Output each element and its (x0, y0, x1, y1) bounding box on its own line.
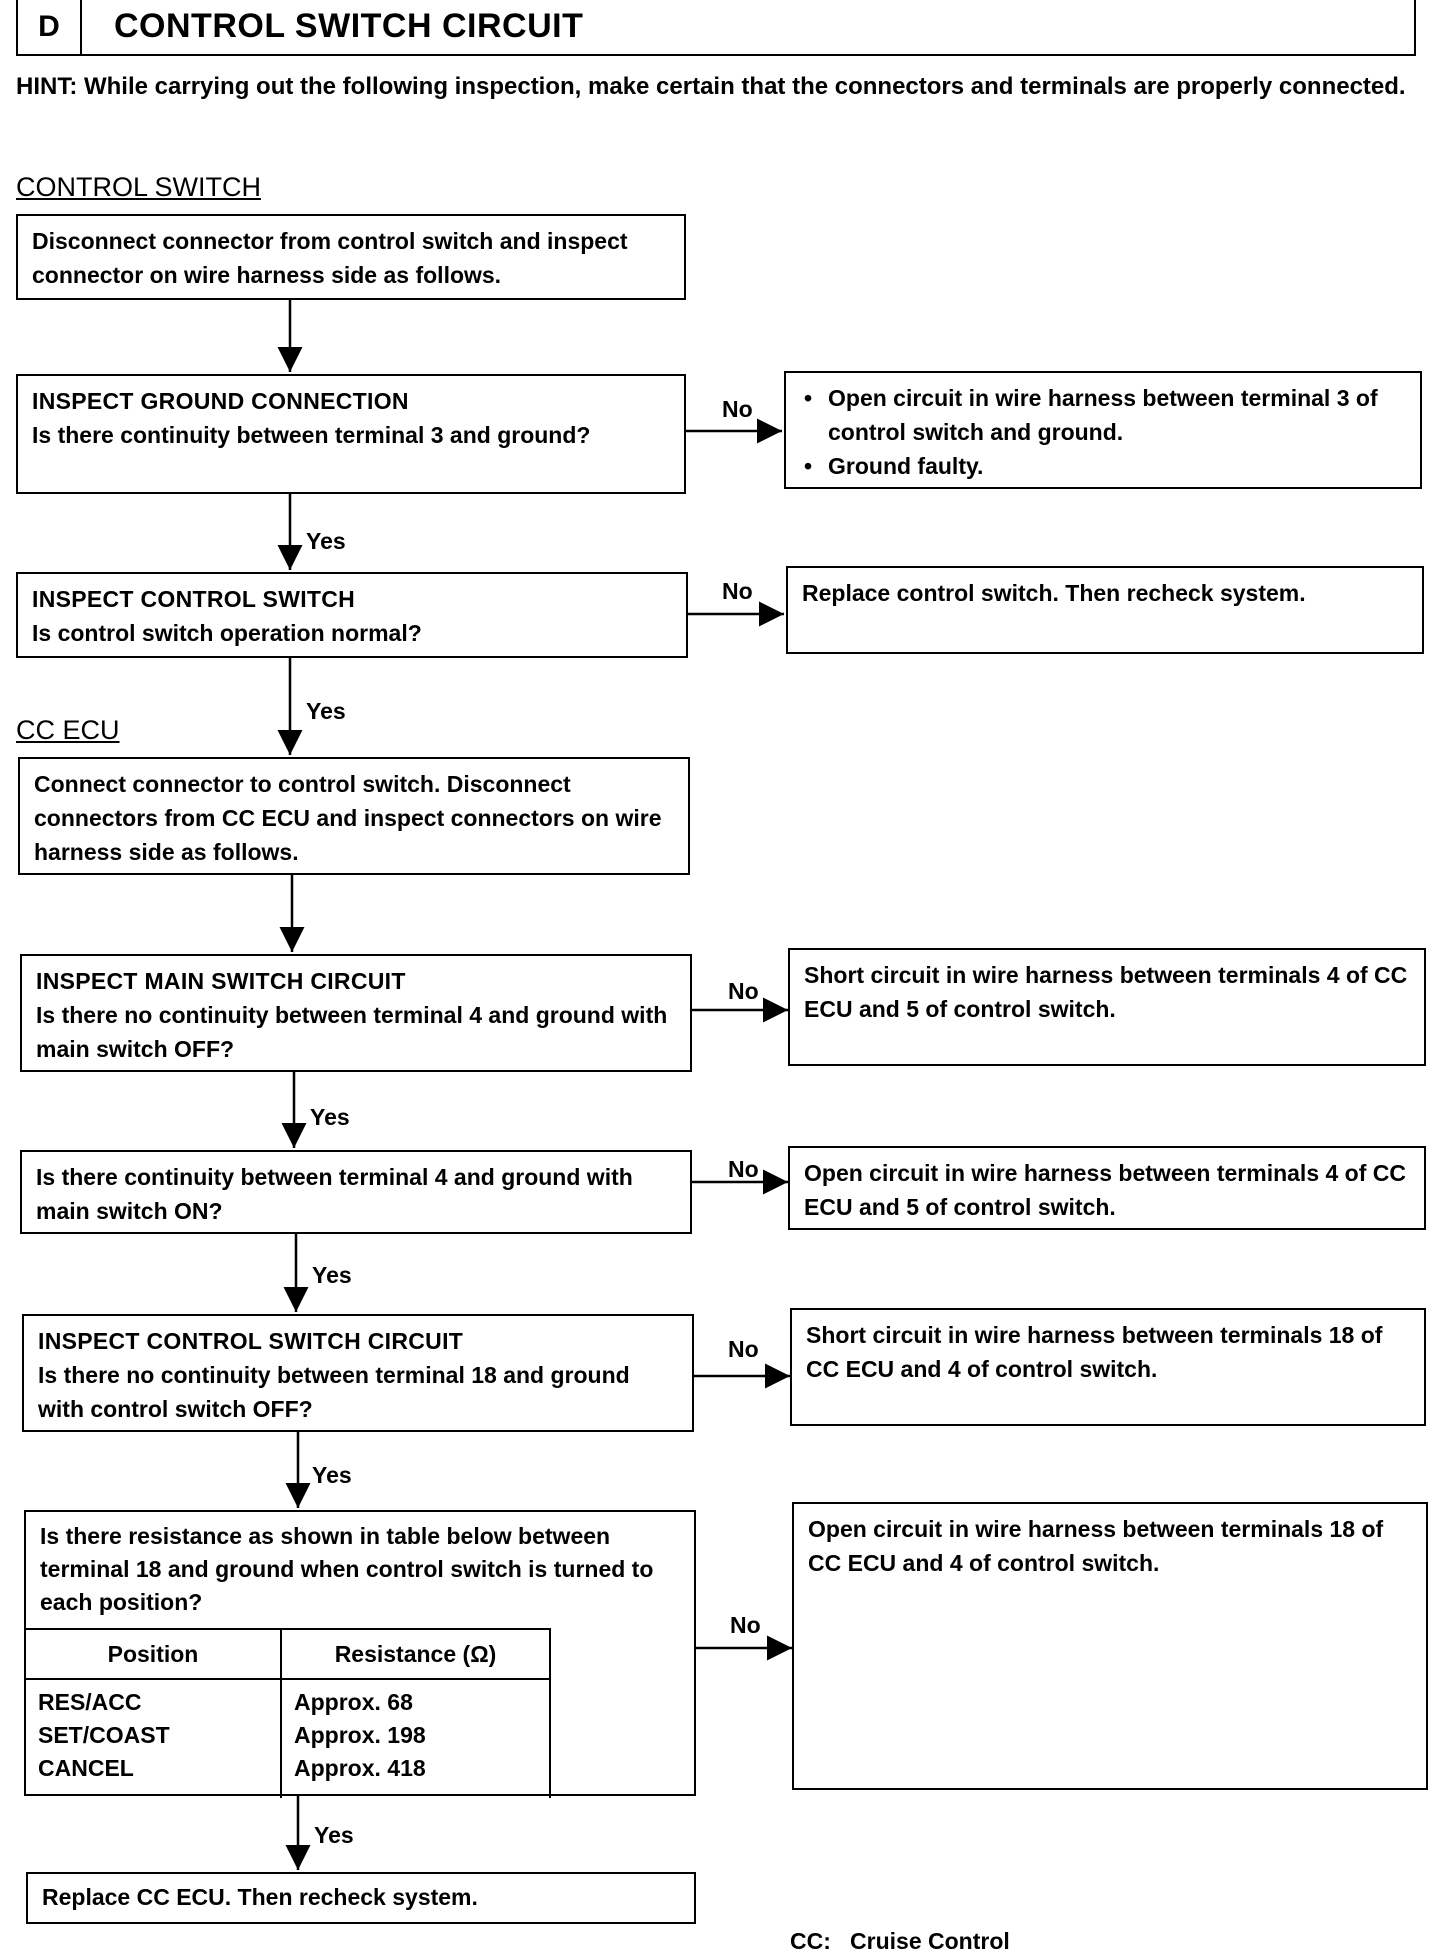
result-ground-open: Open circuit in wire harness between ter… (784, 371, 1422, 489)
page-title: CONTROL SWITCH CIRCUIT (114, 7, 584, 45)
step-resistance-check: Is there resistance as shown in table be… (24, 1510, 696, 1798)
step-heading: INSPECT CONTROL SWITCH (32, 586, 356, 612)
result-text: Open circuit in wire harness between ter… (808, 1516, 1384, 1576)
step-question: Is there no continuity between terminal … (36, 1002, 668, 1062)
step-inspect-main-switch: INSPECT MAIN SWITCH CIRCUIT Is there no … (20, 954, 692, 1072)
result-text: Short circuit in wire harness between te… (806, 1322, 1383, 1382)
step-continuity-main-on: Is there continuity between terminal 4 a… (20, 1150, 692, 1234)
result-open-main-switch: Open circuit in wire harness between ter… (788, 1146, 1426, 1230)
step-text: Connect connector to control switch. Dis… (34, 771, 662, 865)
step-inspect-ground: INSPECT GROUND CONNECTION Is there conti… (16, 374, 686, 494)
yes-label: Yes (306, 698, 346, 724)
position-value: SET/COAST (38, 1722, 170, 1748)
yes-label: Yes (310, 1104, 350, 1130)
no-label: No (728, 1156, 759, 1182)
yes-label: Yes (314, 1822, 354, 1848)
table-header-position: Position (26, 1628, 282, 1680)
resistance-table: Position Resistance (Ω) RES/ACC SET/COAS… (26, 1628, 551, 1798)
resistance-value: Approx. 418 (294, 1755, 426, 1781)
result-text: Replace control switch. Then recheck sys… (802, 580, 1306, 606)
step-text: Replace CC ECU. Then recheck system. (42, 1884, 478, 1910)
result-text: Short circuit in wire harness between te… (804, 962, 1408, 1022)
yes-label: Yes (306, 528, 346, 554)
step-heading: INSPECT GROUND CONNECTION (32, 388, 409, 414)
step-question: Is there no continuity between terminal … (38, 1362, 630, 1422)
result-text: Open circuit in wire harness between ter… (804, 1160, 1406, 1220)
resistance-value: Approx. 68 (294, 1689, 413, 1715)
step-question: Is control switch operation normal? (32, 620, 422, 646)
section-letter: D (18, 0, 82, 54)
step-connect-and-inspect-ecu: Connect connector to control switch. Dis… (18, 757, 690, 875)
no-label: No (722, 396, 753, 422)
step-inspect-control-switch: INSPECT CONTROL SWITCH Is control switch… (16, 572, 688, 658)
section-cc-ecu: CC ECU (16, 715, 120, 745)
table-header-row: Position Resistance (Ω) (26, 1628, 551, 1680)
step-text: Disconnect connector from control switch… (32, 228, 628, 288)
step-heading: INSPECT MAIN SWITCH CIRCUIT (36, 968, 406, 994)
no-label: No (728, 978, 759, 1004)
step-replace-cc-ecu: Replace CC ECU. Then recheck system. (26, 1872, 696, 1924)
table-row: RES/ACC SET/COAST CANCEL Approx. 68 Appr… (26, 1678, 551, 1798)
step-disconnect-control-switch: Disconnect connector from control switch… (16, 214, 686, 300)
yes-label: Yes (312, 1462, 352, 1488)
yes-label: Yes (312, 1262, 352, 1288)
step-heading: INSPECT CONTROL SWITCH CIRCUIT (38, 1328, 464, 1354)
no-label: No (722, 578, 753, 604)
position-value: RES/ACC (38, 1689, 142, 1715)
no-label: No (730, 1612, 761, 1638)
result-bullet: Ground faulty. (804, 449, 1406, 483)
resistance-value: Approx. 198 (294, 1722, 426, 1748)
step-question: Is there continuity between terminal 4 a… (36, 1164, 633, 1224)
table-cell-positions: RES/ACC SET/COAST CANCEL (26, 1678, 282, 1798)
step-question: Is there resistance as shown in table be… (40, 1523, 654, 1615)
table-header-resistance: Resistance (Ω) (280, 1628, 551, 1680)
footnote-abbreviation: CC: Cruise Control (790, 1928, 1010, 1954)
step-inspect-control-switch-circuit: INSPECT CONTROL SWITCH CIRCUIT Is there … (22, 1314, 694, 1432)
position-value: CANCEL (38, 1755, 134, 1781)
result-short-main-switch: Short circuit in wire harness between te… (788, 948, 1426, 1066)
result-replace-control-switch: Replace control switch. Then recheck sys… (786, 566, 1424, 654)
step-question: Is there continuity between terminal 3 a… (32, 422, 591, 448)
result-open-control-circuit: Open circuit in wire harness between ter… (792, 1502, 1428, 1790)
hint-text: HINT: While carrying out the following i… (16, 73, 1406, 100)
section-title-box: D CONTROL SWITCH CIRCUIT (16, 0, 1416, 56)
result-short-control-circuit: Short circuit in wire harness between te… (790, 1308, 1426, 1426)
result-bullet: Open circuit in wire harness between ter… (804, 381, 1406, 449)
table-cell-resistances: Approx. 68 Approx. 198 Approx. 418 (280, 1678, 551, 1798)
section-control-switch: CONTROL SWITCH (16, 172, 261, 202)
no-label: No (728, 1336, 759, 1362)
